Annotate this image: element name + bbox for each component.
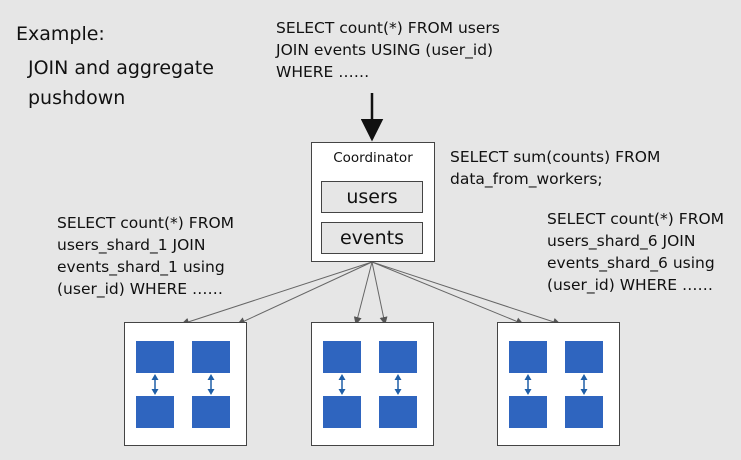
left-worker-query: SELECT count(*) FROM users_shard_1 JOIN … <box>57 214 235 298</box>
shard-connectors <box>151 374 215 395</box>
bidirectional-arrow-icon <box>338 374 346 395</box>
shard-connectors <box>338 374 402 395</box>
worker-node <box>124 322 247 446</box>
bidirectional-arrow-icon <box>207 374 215 395</box>
worker-node <box>311 322 434 446</box>
dispatch-arrows <box>181 261 561 326</box>
shard-block <box>136 341 174 373</box>
example-label: Example: <box>16 23 105 45</box>
top-query: SELECT count(*) FROM users JOIN events U… <box>276 19 500 81</box>
shard-block <box>565 396 603 428</box>
shard-block <box>323 396 361 428</box>
shard-block <box>509 396 547 428</box>
example-subtitle: JOIN and aggregate pushdown <box>28 57 214 109</box>
events-table: events <box>321 222 423 254</box>
shard-block <box>192 341 230 373</box>
shard-block <box>379 396 417 428</box>
shard-block <box>509 341 547 373</box>
shard-block <box>565 341 603 373</box>
coordinator-title: Coordinator <box>333 150 413 166</box>
users-table: users <box>321 181 423 213</box>
worker-node <box>497 322 620 446</box>
bidirectional-arrow-icon <box>151 374 159 395</box>
shard-block <box>379 341 417 373</box>
shard-block <box>136 396 174 428</box>
shard-block <box>323 341 361 373</box>
right-worker-query: SELECT count(*) FROM users_shard_6 JOIN … <box>547 210 725 294</box>
bidirectional-arrow-icon <box>394 374 402 395</box>
shard-block <box>192 396 230 428</box>
coordinator-query: SELECT sum(counts) FROM data_from_worker… <box>450 148 661 188</box>
shard-connectors <box>524 374 588 395</box>
bidirectional-arrow-icon <box>580 374 588 395</box>
bidirectional-arrow-icon <box>524 374 532 395</box>
coordinator-node: Coordinator users events <box>311 142 435 262</box>
